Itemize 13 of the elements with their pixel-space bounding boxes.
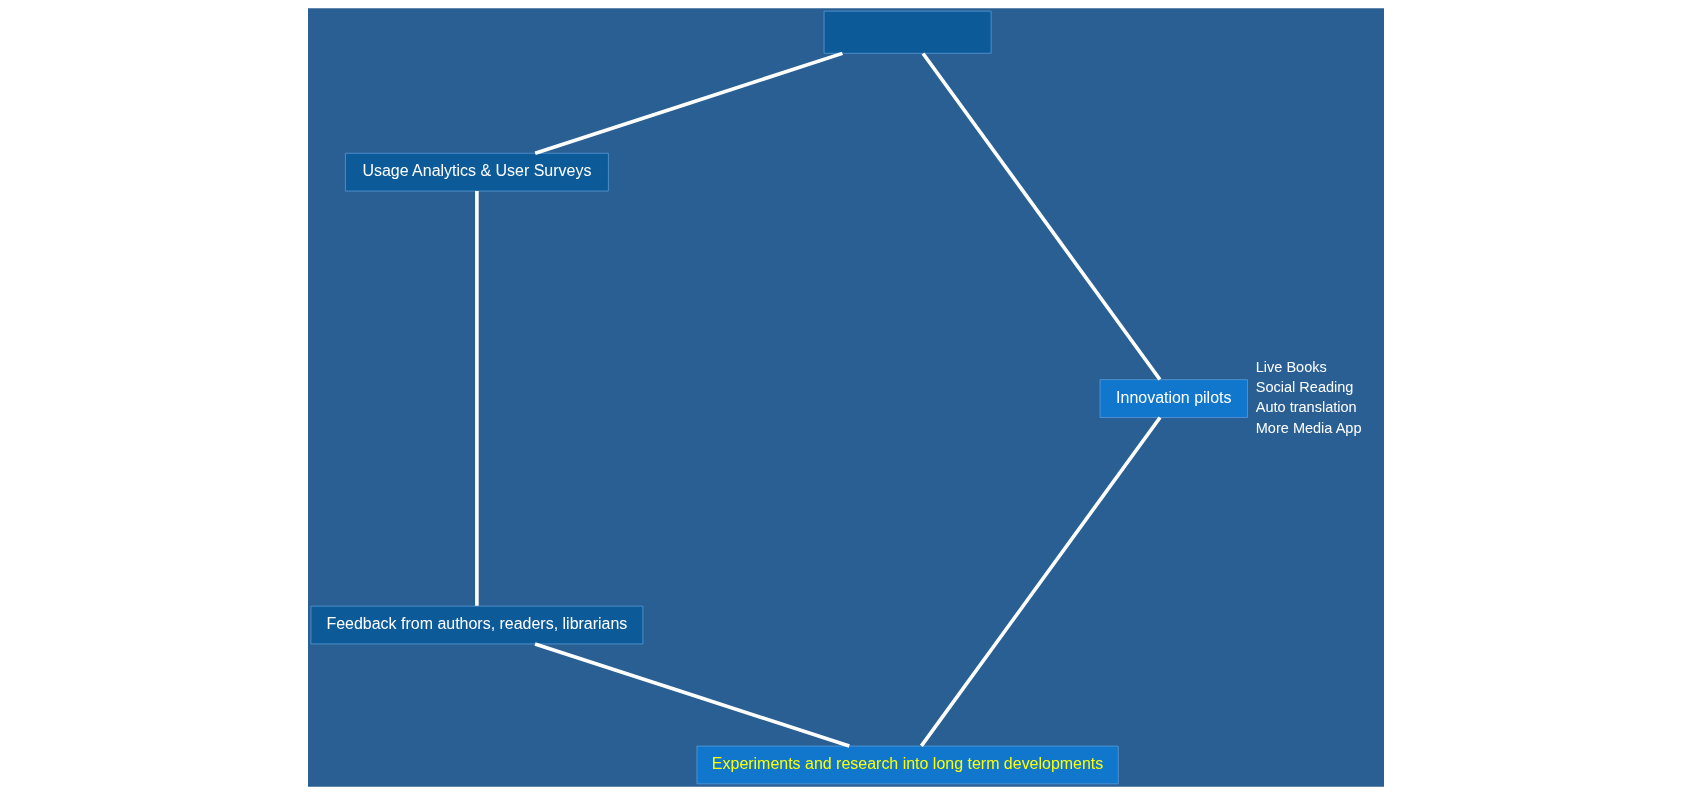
connector (921, 52, 1161, 381)
label: Auto translation (1255, 399, 1357, 416)
node-box: Feedback from authors, readers, librarians (310, 605, 643, 645)
node-box: Innovation pilots (1099, 379, 1248, 418)
connector (474, 191, 479, 606)
node-box: Usage Analytics & User Surveys (344, 152, 609, 192)
label: More Media App (1255, 419, 1361, 436)
node-box (823, 10, 991, 54)
node-box: Experiments and research into long term developments (696, 745, 1119, 785)
connector (533, 642, 850, 748)
label: Live Books (1255, 358, 1327, 375)
connector (919, 416, 1161, 747)
connector (534, 51, 843, 155)
